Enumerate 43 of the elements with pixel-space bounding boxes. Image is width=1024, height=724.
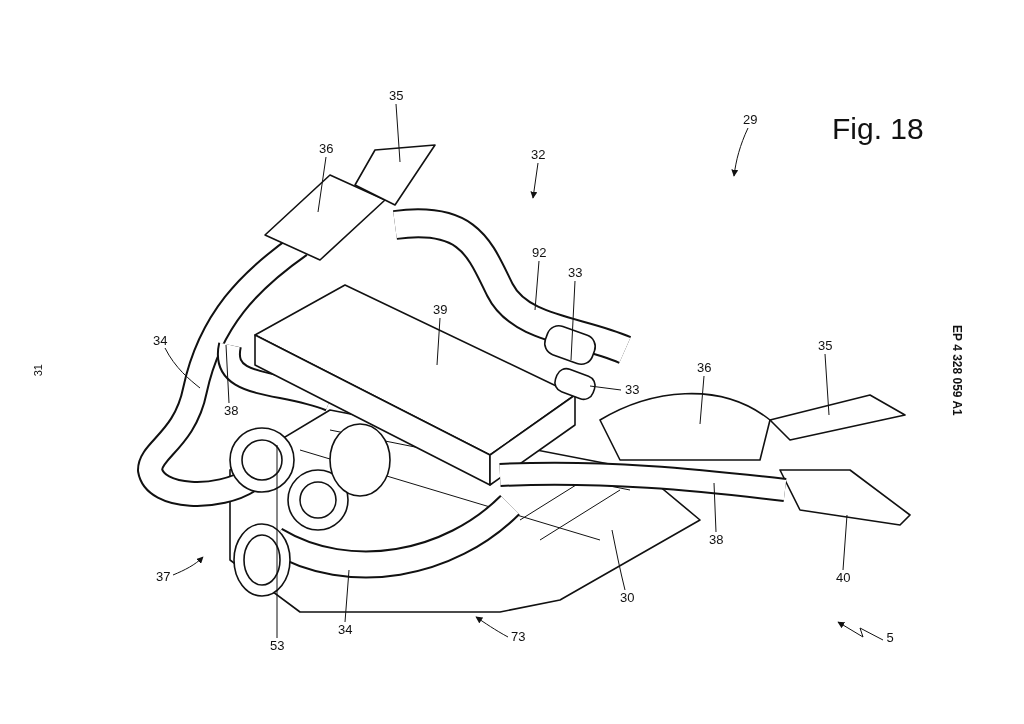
- page-number: 31: [32, 364, 44, 377]
- callout-number: 30: [620, 591, 635, 605]
- callout-number: 92: [532, 246, 547, 260]
- leader-line: [837, 621, 884, 641]
- leader-line: [436, 317, 441, 366]
- leader-line: [699, 375, 705, 425]
- callout-number: 35: [389, 89, 404, 103]
- callout-number: 34: [153, 334, 168, 348]
- leader-line: [824, 353, 830, 416]
- callout-number: 32: [531, 148, 546, 162]
- callout-number: 35: [818, 339, 833, 353]
- leader-line: [276, 444, 278, 639]
- callout-number: 36: [697, 361, 712, 375]
- leader-line: [317, 156, 327, 213]
- callout-number: 38: [709, 533, 724, 547]
- leader-line: [395, 103, 401, 163]
- leader-line: [611, 529, 626, 591]
- callout-number: 29: [743, 113, 758, 127]
- patent-number: EP 4 328 059 A1: [950, 325, 964, 416]
- callout-number: 33: [625, 383, 640, 397]
- figure-title: Fig. 18: [832, 112, 924, 146]
- leader-line: [475, 616, 509, 638]
- leader-line: [530, 162, 539, 199]
- callout-number: 73: [511, 630, 526, 644]
- leader-line: [842, 514, 848, 571]
- leader-line: [731, 127, 749, 177]
- callout-number: 38: [224, 404, 239, 418]
- callout-number: 37: [156, 570, 171, 584]
- leader-line: [534, 260, 540, 311]
- callout-number: 53: [270, 639, 285, 653]
- callout-number: 39: [433, 303, 448, 317]
- leader-line: [225, 344, 230, 404]
- leader-line: [344, 569, 350, 623]
- leader-line: [164, 347, 201, 389]
- callout-number: 40: [836, 571, 851, 585]
- callout-number: 33: [568, 266, 583, 280]
- callout-number: 5: [886, 631, 894, 645]
- callout-number: 36: [319, 142, 334, 156]
- callout-number: 34: [338, 623, 353, 637]
- leader-line: [172, 556, 204, 576]
- leader-line: [713, 482, 717, 533]
- leader-line: [589, 385, 622, 391]
- leader-line: [570, 280, 576, 361]
